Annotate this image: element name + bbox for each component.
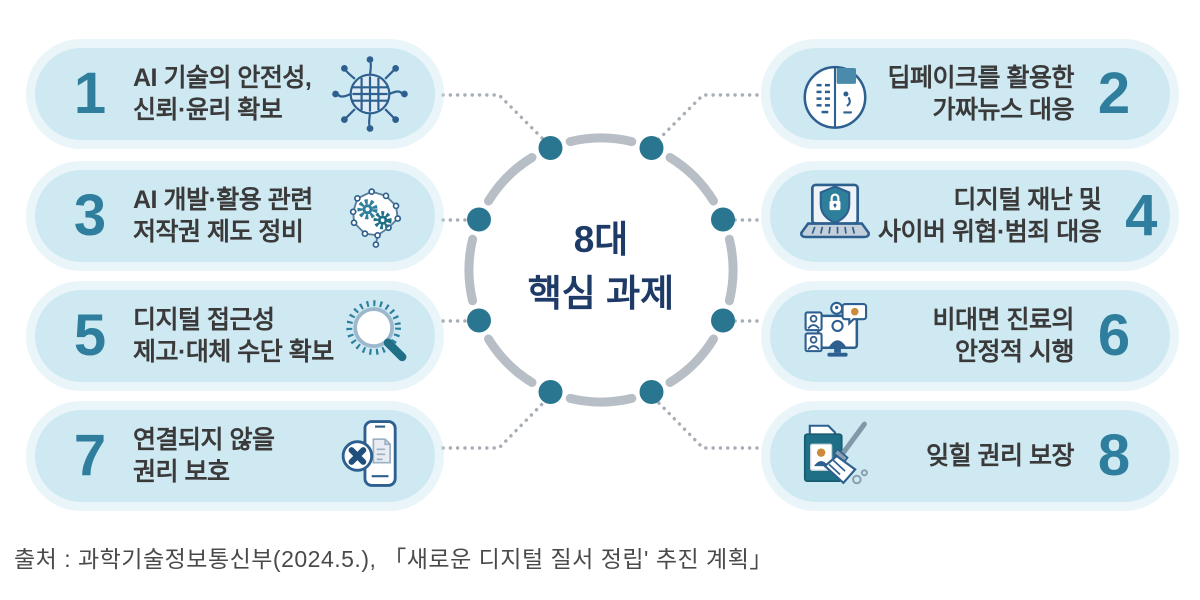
task-pill-6: 비대면 진료의 안정적 시행 6 xyxy=(770,290,1170,382)
phone-disconnect-icon xyxy=(327,413,413,499)
task-text-4: 디지털 재난 및 사이버 위협·범죄 대응 xyxy=(878,186,1102,246)
task-pill-2: 딥페이크를 활용한 가짜뉴스 대응 2 xyxy=(770,48,1170,140)
task-text-8: 잊힐 권리 보장 xyxy=(926,442,1074,470)
ai-safety-icon xyxy=(327,51,413,137)
center-title-line1: 8대 xyxy=(573,219,629,260)
task-text-5: 디지털 접근성 제고·대체 수단 확보 xyxy=(133,306,334,366)
task-text-7: 연결되지 않을 권리 보호 xyxy=(133,426,275,486)
brain-gears-icon xyxy=(327,173,413,259)
magnifier-accessibility-icon xyxy=(334,293,420,379)
task-number-8: 8 xyxy=(1097,423,1131,488)
task-text-1: AI 기술의 안전성, 신뢰·윤리 확보 xyxy=(133,64,312,124)
task-number-5: 5 xyxy=(73,303,107,368)
task-number-6: 6 xyxy=(1097,303,1131,368)
center-title: 8대 핵심 과제 xyxy=(451,213,751,320)
erase-record-icon xyxy=(792,413,878,499)
task-pill-7: 7 연결되지 않을 권리 보호 xyxy=(35,410,435,502)
center-title-line2: 핵심 과제 xyxy=(527,272,675,314)
task-number-1: 1 xyxy=(73,61,107,126)
connector-7 xyxy=(441,395,551,450)
task-number-7: 7 xyxy=(73,423,107,488)
task-text-3: AI 개발·활용 관련 저작권 제도 정비 xyxy=(133,186,313,246)
source-citation: 출처 : 과학기술정보통신부(2024.5.), 「새로운 디지털 질서 정립'… xyxy=(14,546,773,572)
laptop-shield-icon xyxy=(792,173,878,259)
deepfake-face-icon xyxy=(792,51,878,137)
task-text-2: 딥페이크를 활용한 가짜뉴스 대응 xyxy=(887,64,1075,124)
task-number-2: 2 xyxy=(1097,61,1131,126)
task-pill-8: 잊힐 권리 보장 8 xyxy=(770,410,1170,502)
task-number-3: 3 xyxy=(73,183,107,248)
task-pill-4: 디지털 재난 및 사이버 위협·범죄 대응 4 xyxy=(770,170,1170,262)
task-number-4: 4 xyxy=(1125,183,1158,248)
task-pill-3: 3 AI 개발·활용 관련 저작권 제도 정비 xyxy=(35,170,435,262)
task-pill-1: 1 AI 기술의 안전성, 신뢰·윤리 확보 xyxy=(35,48,435,140)
connector-8 xyxy=(651,395,759,450)
telemedicine-icon xyxy=(792,293,878,379)
task-text-6: 비대면 진료의 안정적 시행 xyxy=(932,306,1075,366)
task-pill-5: 5 디지털 접근성 제고·대체 수단 확보 xyxy=(35,290,435,382)
connector-2 xyxy=(651,93,759,147)
connector-1 xyxy=(441,93,551,147)
